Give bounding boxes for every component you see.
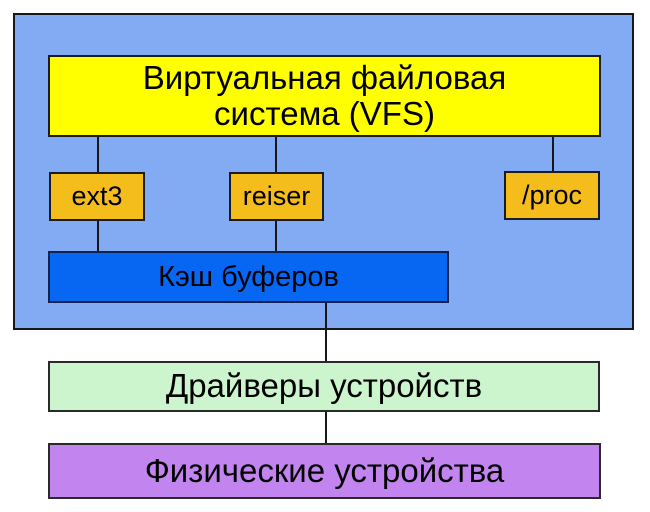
connector-vfs-ext3 [97,137,99,172]
device-drivers-box-label: Драйверы устройств [165,367,483,405]
physical-devices-box: Физические устройства [48,443,601,499]
connector-vfs-reiser [275,137,277,172]
connector-cache-drivers [325,303,327,361]
reiser-box: reiser [229,172,324,221]
connector-drivers-devices [325,412,327,443]
proc-box: /proc [504,171,600,220]
reiser-box-label: reiser [242,181,311,212]
buffer-cache-box-label: Кэш буферов [158,260,339,293]
connector-reiser-cache [275,221,277,251]
connector-vfs-proc [552,137,554,172]
vfs-box: Виртуальная файловая система (VFS) [48,55,601,137]
ext3-box: ext3 [49,172,145,221]
physical-devices-box-label: Физические устройства [144,451,505,489]
vfs-box-label: Виртуальная файловая система (VFS) [143,60,506,132]
device-drivers-box: Драйверы устройств [48,361,600,412]
connector-ext3-cache [97,221,99,251]
buffer-cache-box: Кэш буферов [48,251,449,303]
vfs-box-label-line2: система (VFS) [214,95,435,132]
vfs-box-label-line1: Виртуальная файловая [142,59,507,96]
proc-box-label: /proc [521,180,583,211]
ext3-box-label: ext3 [71,181,123,212]
